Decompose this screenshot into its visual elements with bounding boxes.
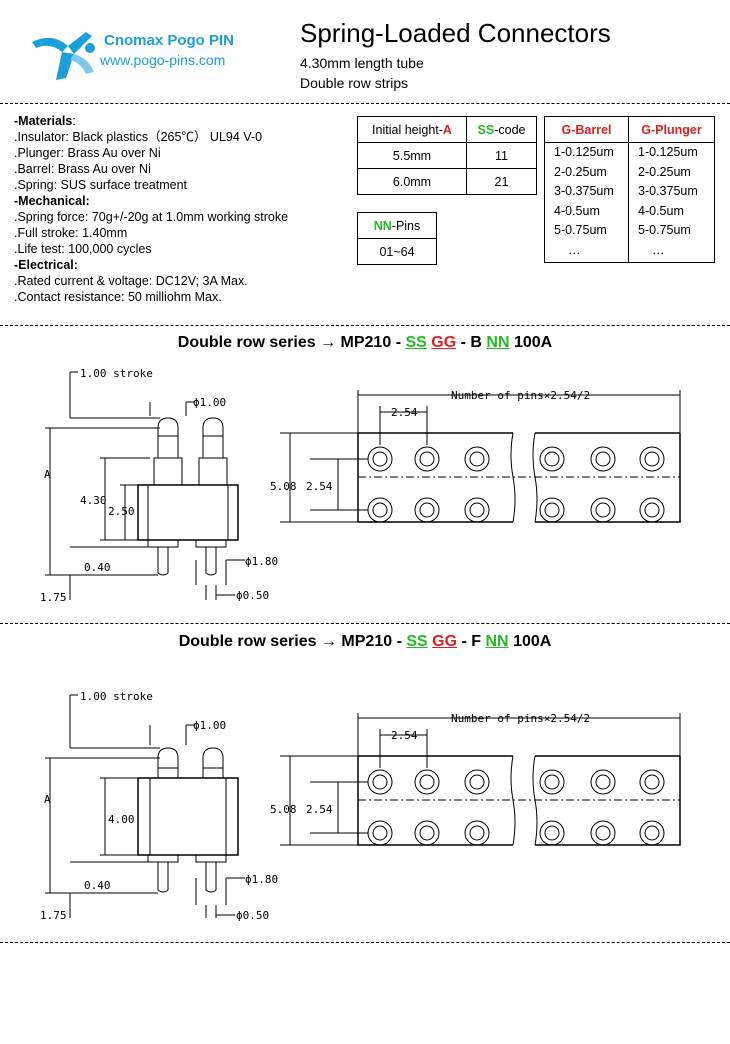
dim-pitch-f: 2.54	[391, 729, 418, 742]
subtitle-length: 4.30mm length tube	[300, 55, 424, 71]
side-view-f	[45, 694, 245, 918]
materials-header: -Materials	[14, 114, 73, 128]
subtitle-rows: Double row strips	[300, 75, 409, 91]
brand-name: Cnomax Pogo PIN	[104, 32, 235, 49]
top-view-f	[280, 713, 681, 846]
dim-175-f: 1.75	[40, 909, 67, 922]
dim-508-b: 5.08	[270, 480, 297, 493]
height-header: Initial height-A	[357, 116, 467, 143]
dim-tip-b: ϕ1.00	[193, 396, 226, 409]
table-row: 6.0mm 21	[357, 168, 537, 195]
spec-list: -Materials: .Insulator: Black plastics（2…	[14, 114, 289, 304]
electrical-header: -Electrical:	[14, 258, 78, 272]
dim-stroke-f: 1.00 stroke	[80, 690, 153, 703]
pins-value: 01~64	[357, 238, 437, 265]
spec-full-stroke: .Full stroke: 1.40mm	[14, 226, 128, 240]
dim-508-f: 5.08	[270, 803, 297, 816]
dim-180-b: ϕ1.80	[245, 555, 278, 568]
g-plunger-header: G-Plunger	[628, 116, 715, 143]
dim-180-f: ϕ1.80	[245, 873, 278, 886]
mechanical-header: -Mechanical:	[14, 194, 90, 208]
dim-a-b: A	[44, 468, 51, 481]
dim-040-f: 0.40	[84, 879, 111, 892]
dim-a-f: A	[44, 793, 51, 806]
series-f-title: Double row series → MP210 - SS GG - F NN…	[178, 633, 552, 650]
divider	[0, 942, 730, 943]
dim-040-b: 0.40	[84, 561, 111, 574]
dim-stroke-b: 1.00 stroke	[80, 367, 153, 380]
dim-050-f: ϕ0.50	[236, 909, 269, 922]
g-barrel-header: G-Barrel	[544, 116, 629, 143]
dim-tip-f: ϕ1.00	[193, 719, 226, 732]
height-table: Initial height-A SS-code 5.5mm 11 6.0mm …	[357, 116, 537, 195]
spec-contact: .Contact resistance: 50 milliohm Max.	[14, 290, 222, 304]
series-b-title: Double row series → MP210 - SS GG - B NN…	[177, 334, 553, 351]
dim-formula-b: Number of pins×2.54/2	[451, 389, 590, 402]
drawing-series-f: 1.00 stroke ϕ1.00 A 4.00 0.40 ϕ1.80 1.75…	[40, 690, 681, 922]
dim-row-pitch-b: 2.54	[306, 480, 333, 493]
dim-row-pitch-f: 2.54	[306, 803, 333, 816]
dim-400: 4.00	[108, 813, 135, 826]
page-title: Spring-Loaded Connectors	[300, 18, 611, 48]
spec-life-test: .Life test: 100,000 cycles	[14, 242, 152, 256]
spec-spring-force: .Spring force: 70g+/-20g at 1.0mm workin…	[14, 210, 289, 224]
side-view-b	[45, 371, 245, 600]
top-view-b	[280, 390, 681, 523]
dim-175-b: 1.75	[40, 591, 67, 604]
divider	[0, 325, 730, 326]
spec-spring: .Spring: SUS surface treatment	[14, 178, 187, 192]
code-header: SS-code	[466, 116, 537, 143]
dim-050-b: ϕ0.50	[236, 589, 269, 602]
dim-250: 2.50	[108, 505, 135, 518]
spec-rated: .Rated current & voltage: DC12V; 3A Max.	[14, 274, 248, 288]
dim-formula-f: Number of pins×2.54/2	[451, 712, 590, 725]
drawing-series-b: 1.00 stroke ϕ1.00 A 4.30 2.50 0.40 ϕ1.80…	[40, 367, 681, 604]
divider	[0, 623, 730, 624]
brand-url: www.pogo-pins.com	[100, 52, 226, 68]
dim-430: 4.30	[80, 494, 107, 507]
pins-table: NN-Pins 01~64	[357, 212, 437, 265]
table-row: 5.5mm 11	[357, 142, 537, 169]
spec-insulator: .Insulator: Black plastics（265℃） UL94 V-…	[14, 130, 263, 144]
spec-barrel: .Barrel: Brass Au over Ni	[14, 162, 151, 176]
divider	[0, 103, 730, 104]
dim-pitch-b: 2.54	[391, 406, 418, 419]
spec-plunger: .Plunger: Brass Au over Ni	[14, 146, 161, 160]
cnomax-logo	[32, 32, 95, 80]
pins-header: NN-Pins	[357, 212, 437, 239]
